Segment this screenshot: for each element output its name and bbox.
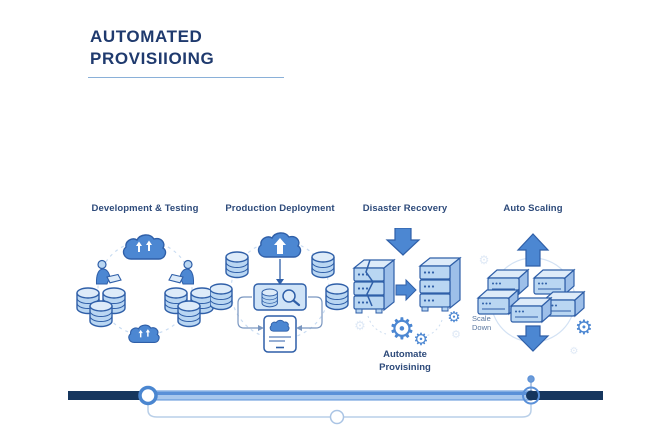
auto-scaling-illustration: ⚙ ⚙ Scale Down ⚙ (472, 233, 593, 356)
timeline-marker-dot (527, 375, 535, 383)
dev-testing-illustration (75, 234, 215, 344)
section-label-disaster-recovery: Disaster Recovery (362, 203, 448, 214)
faint-gear-icon: ⚙ (354, 319, 366, 334)
deployment-box (253, 283, 307, 311)
automate-provisioning-caption: Automate Provisining (379, 349, 431, 373)
cloud-upload-icon (122, 234, 167, 260)
gear-icon: ⚙ (389, 312, 416, 346)
page-title-line1: AUTOMATED (90, 27, 203, 46)
cycle-arrow-left (237, 296, 264, 331)
dotted-arc (425, 319, 443, 337)
section-disaster-recovery: Disaster Recovery (346, 203, 464, 375)
down-arrow-icon (516, 325, 550, 352)
broken-server-icon (353, 259, 395, 314)
production-deployment-illustration (210, 232, 349, 353)
scale-down-label-line2: Down (472, 323, 491, 332)
timeline-bar-dark-right (531, 391, 603, 400)
tablet-icon (263, 315, 297, 353)
faint-gear-icon: ⚙ (570, 346, 579, 356)
timeline (68, 375, 603, 425)
database-icon (325, 283, 349, 311)
section-label-auto-scaling: Auto Scaling (503, 203, 563, 214)
database-icon (210, 283, 233, 311)
section-development-testing: Development & Testing (75, 203, 215, 348)
developer-icon (168, 259, 195, 285)
dashed-circle (97, 240, 193, 336)
developer-icon (95, 259, 122, 285)
down-arrow-icon (385, 228, 421, 256)
timeline-bar-dark-left (68, 391, 148, 400)
down-arrowhead (276, 279, 284, 285)
timeline-node-end (526, 390, 536, 401)
cycle-arrow-right (296, 296, 323, 331)
server-box-icon (533, 269, 575, 295)
database-cluster-icon (77, 288, 125, 327)
right-arrow-icon (395, 278, 417, 302)
cloud-icon (128, 324, 160, 344)
magnifier-handle (292, 299, 301, 307)
section-production-deployment: Production Deployment (210, 203, 350, 353)
section-auto-scaling: Auto Scaling ⚙ ⚙ (468, 203, 598, 356)
section-label-development-testing: Development & Testing (91, 203, 199, 214)
cloud-upload-icon (257, 232, 302, 258)
gear-icon: ⚙ (447, 308, 460, 326)
timeline-bar-light-top (149, 392, 530, 395)
server-stack-icon (419, 257, 461, 312)
dotted-arc (367, 315, 387, 335)
timeline-node-end-ring (522, 386, 540, 405)
timeline-sub-node (329, 409, 345, 425)
magnifier-icon (282, 289, 296, 303)
faint-gear-icon: ⚙ (479, 253, 490, 267)
page-title-line2: PROVISIIOING (90, 49, 215, 69)
up-arrow-icon (516, 233, 550, 267)
gear-icon: ⚙ (575, 315, 593, 339)
database-icon (225, 251, 249, 279)
title-underline (88, 77, 284, 78)
faint-gear-icon: ⚙ (451, 328, 461, 341)
page-title: AUTOMATED PROVISIIOING (90, 26, 214, 71)
timeline-node-start (138, 385, 158, 406)
disaster-recovery-illustration: ⚙ ⚙ ⚙ ⚙ ⚙ (353, 228, 461, 346)
section-label-production-deployment: Production Deployment (225, 203, 335, 214)
database-cluster-icon (165, 288, 213, 327)
database-icon (261, 288, 278, 308)
server-box-icon (510, 297, 552, 323)
scale-down-label-line1: Scale (472, 314, 491, 323)
database-icon (311, 251, 335, 279)
gear-icon: ⚙ (413, 330, 428, 346)
